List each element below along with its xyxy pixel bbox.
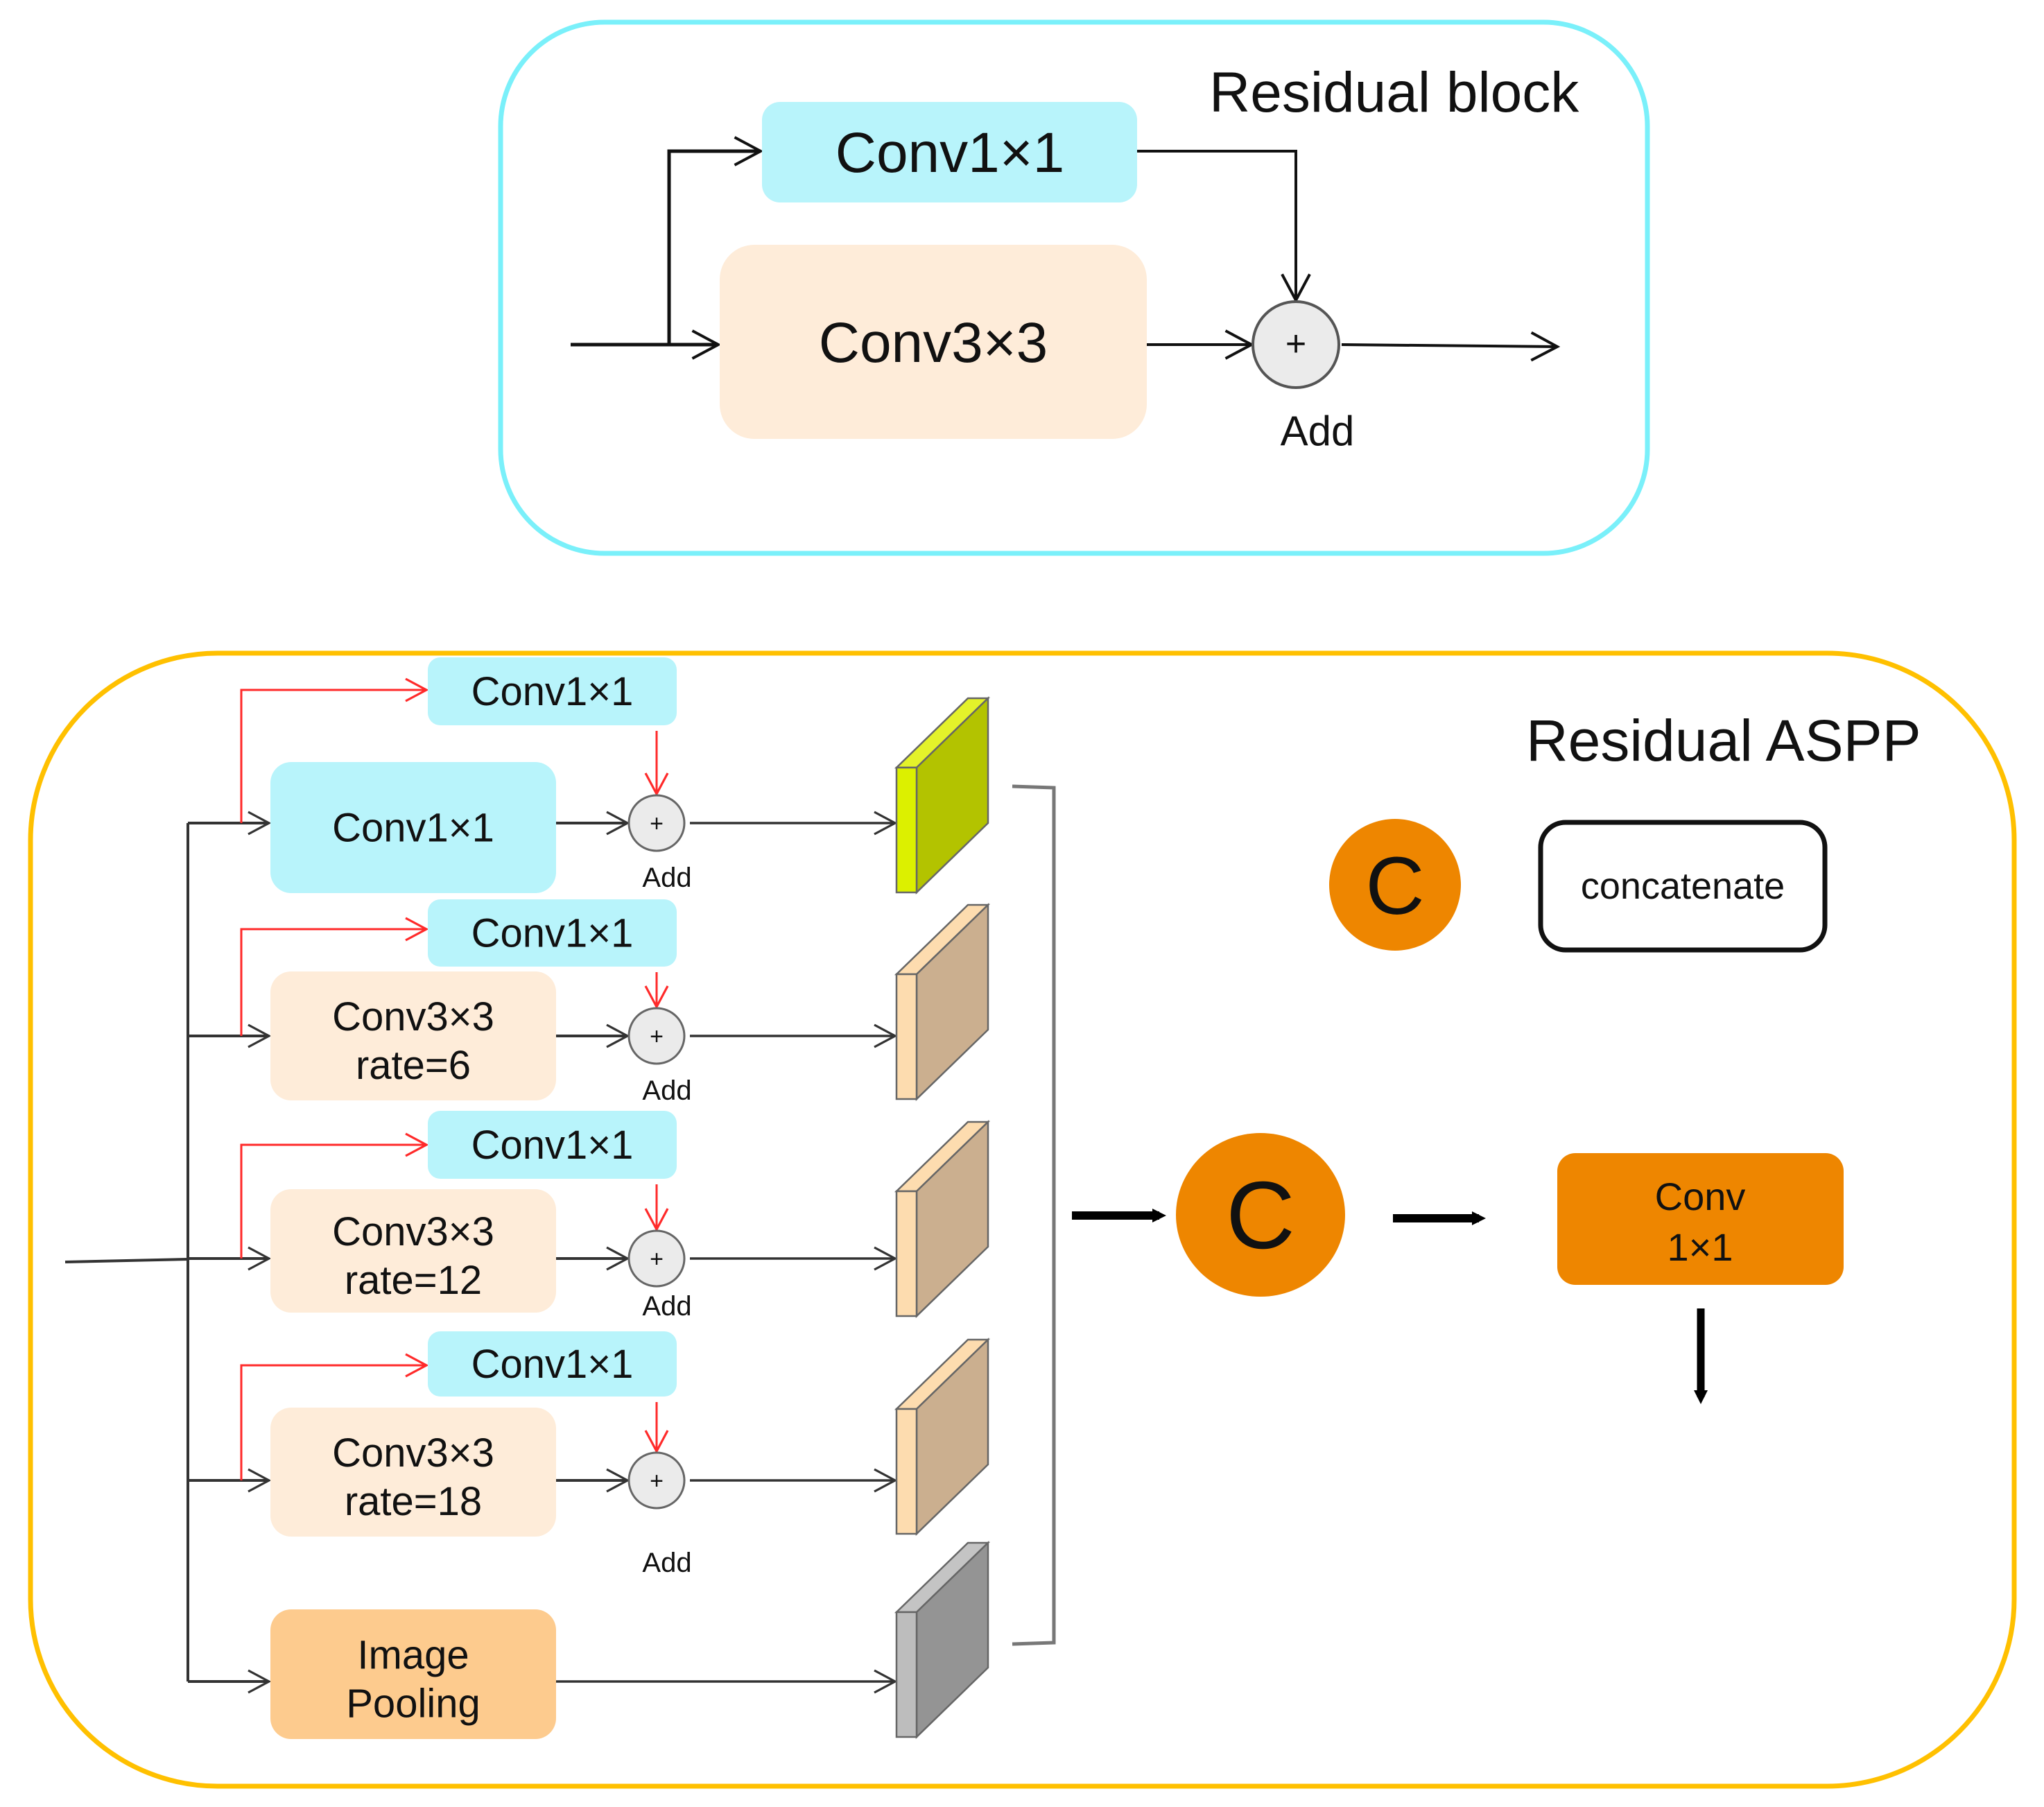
add-node [627, 1451, 686, 1510]
concat-symbol: C [1226, 1162, 1295, 1269]
branch-label-line2: Pooling [346, 1681, 480, 1727]
shortcut-conv1x1-label: Conv1×1 [471, 911, 634, 956]
legend-concat-symbol: C [1365, 840, 1424, 932]
aspp-title: Residual ASPP [1526, 708, 1921, 773]
shortcut-arrow [240, 1132, 429, 1259]
add-node [627, 1007, 686, 1065]
branch-label-line1: Conv3×3 [332, 1209, 494, 1254]
add-symbol: + [650, 1246, 664, 1272]
rb-add-label: Add [1281, 408, 1355, 454]
add-label: Add [642, 1291, 691, 1322]
branch-label-line1: Image [357, 1633, 469, 1678]
add-symbol: + [650, 811, 664, 837]
output-conv-line2: 1×1 [1668, 1225, 1733, 1269]
shortcut-conv1x1-label: Conv1×1 [471, 1342, 634, 1387]
branch-box-conv1x1 [270, 762, 556, 893]
shortcut-conv1x1-box [428, 657, 677, 725]
rb-conv1x1-box [762, 102, 1137, 202]
feature-map-front-face [895, 1611, 918, 1738]
shortcut-conv1x1-box [428, 1111, 677, 1179]
branch-label-line1: Conv3×3 [332, 994, 494, 1039]
aspp-input-line [64, 1258, 189, 1263]
feature-map-front-face [895, 973, 918, 1100]
aspp-branches: Conv1×1Conv1×1+AddConv3×3rate=6Conv1×1+A… [188, 657, 991, 1739]
output-conv-line1: Conv [1655, 1175, 1746, 1218]
rb-conv3x3-box [720, 245, 1147, 439]
branch-box-pooling [270, 1609, 556, 1739]
feature-map-front-face [895, 1190, 918, 1317]
residual-block-title: Residual block [1209, 61, 1579, 124]
shortcut-arrow [240, 677, 429, 823]
rb-add-node [1251, 300, 1340, 389]
branch-box-atrous [270, 1189, 556, 1313]
rb-output-arrow [1341, 331, 1561, 362]
feature-map-front-face [895, 1408, 918, 1535]
add-node [627, 794, 686, 852]
branch-label-line2: rate=6 [356, 1043, 471, 1088]
branch-label-line1: Conv3×3 [332, 1430, 494, 1476]
legend-concat-symbol-circle [1329, 819, 1461, 951]
add-node [627, 1229, 686, 1288]
rb-conv3x3-label: Conv3×3 [819, 311, 1048, 374]
residual-block: Residual block Conv1×1 Conv3×3 + Add [498, 19, 1650, 556]
rb-add-symbol: + [1285, 324, 1306, 364]
branch-label-line2: rate=18 [345, 1479, 482, 1524]
residual-aspp: Residual ASPP Conv1×1Conv1×1+AddConv3×3r… [28, 650, 2017, 1789]
add-label: Add [642, 1075, 691, 1106]
shortcut-arrow [240, 917, 429, 1036]
add-symbol: + [650, 1023, 664, 1050]
branch-box-atrous [270, 971, 556, 1100]
shortcut-arrow [240, 1353, 429, 1480]
feature-map-front-face [895, 766, 918, 894]
shortcut-conv1x1-label: Conv1×1 [471, 669, 634, 714]
output-conv-box [1557, 1153, 1844, 1285]
branch-label: Conv1×1 [332, 806, 494, 851]
branch-box-atrous [270, 1408, 556, 1537]
add-symbol: + [650, 1468, 664, 1494]
shortcut-conv1x1-box [428, 899, 677, 967]
rb-skip-arrow [667, 136, 764, 345]
concat-bracket [1012, 784, 1056, 1646]
rb-conv1x1-out-arrow [1137, 150, 1311, 304]
rb-conv1x1-label: Conv1×1 [835, 121, 1065, 184]
legend-concatenate-box [1538, 820, 1828, 953]
add-label: Add [642, 1548, 691, 1578]
legend: C concatenate [1329, 819, 1828, 953]
legend-concatenate-label: concatenate [1581, 865, 1785, 907]
shortcut-conv1x1-label: Conv1×1 [471, 1123, 634, 1168]
concat-node [1176, 1133, 1345, 1297]
shortcut-conv1x1-box [428, 1331, 677, 1397]
add-label: Add [642, 863, 691, 893]
branch-label-line2: rate=12 [345, 1258, 482, 1303]
